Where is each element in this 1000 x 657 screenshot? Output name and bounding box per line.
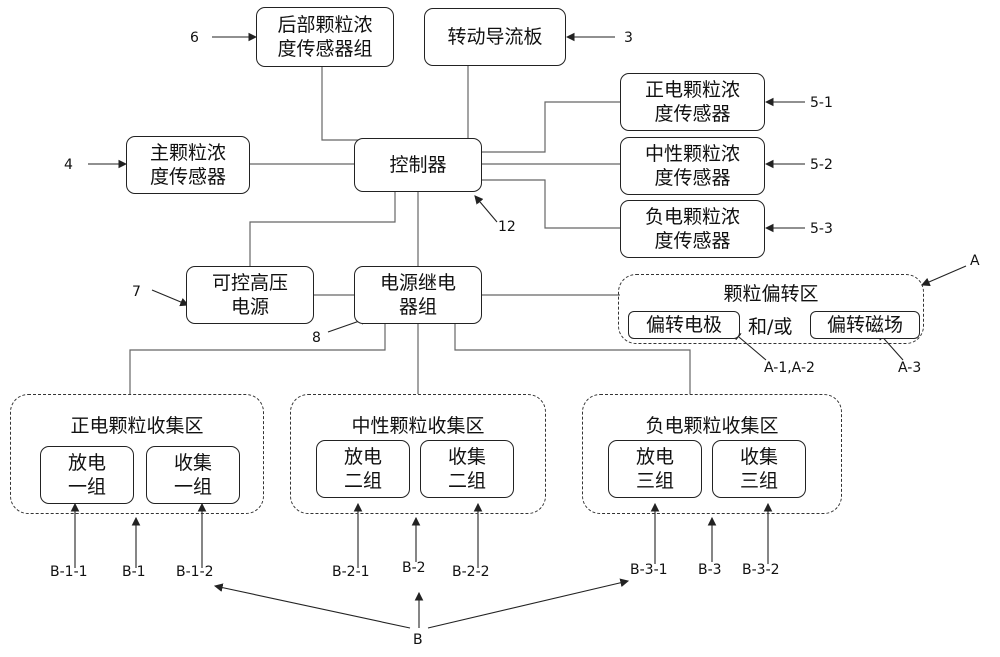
ref-B-2-2: B-2-2 bbox=[452, 564, 490, 580]
discharge-group-2: 放电 二组 bbox=[316, 440, 410, 498]
collect-group-3: 收集 三组 bbox=[712, 440, 806, 498]
negative-zone-title: 负电颗粒收集区 bbox=[645, 415, 779, 437]
ref-12: 12 bbox=[498, 219, 516, 235]
ref-B-3-1: B-3-1 bbox=[630, 562, 668, 578]
line-relay-zone3 bbox=[454, 324, 691, 394]
positive-zone-title: 正电颗粒收集区 bbox=[70, 415, 204, 437]
ref-6: 6 bbox=[190, 30, 199, 46]
arrow-12 bbox=[474, 195, 498, 223]
arrow-7 bbox=[151, 289, 190, 307]
ref-B: B bbox=[413, 632, 423, 648]
ref-5-1: 5-1 bbox=[810, 95, 833, 111]
line-rear-sensor bbox=[321, 66, 368, 141]
line-hv bbox=[249, 192, 396, 266]
ref-B-2: B-2 bbox=[402, 560, 426, 576]
discharge-group-1: 放电 一组 bbox=[40, 446, 134, 504]
collect-group-2: 收集 二组 bbox=[420, 440, 514, 498]
ref-7: 7 bbox=[132, 284, 141, 300]
arrow-B-right bbox=[427, 578, 630, 629]
ref-A-1-A-2: A-1,A-2 bbox=[764, 360, 815, 376]
arrow-B-left bbox=[213, 583, 411, 629]
discharge-group-3: 放电 三组 bbox=[608, 440, 702, 498]
ref-5-3: 5-3 bbox=[810, 221, 833, 237]
relay-group-box: 电源继电 器组 bbox=[354, 266, 482, 324]
positive-collection-zone: 正电颗粒收集区 bbox=[10, 394, 264, 514]
deflect-electrode-box: 偏转电极 bbox=[628, 311, 740, 339]
line-relay-zone1 bbox=[129, 324, 386, 394]
ref-A-3: A-3 bbox=[898, 360, 922, 376]
ref-3: 3 bbox=[624, 30, 633, 46]
ref-B-1-2: B-1-2 bbox=[176, 564, 214, 580]
ref-B-1: B-1 bbox=[122, 564, 146, 580]
neutral-collection-zone: 中性颗粒收集区 bbox=[290, 394, 546, 514]
ref-8: 8 bbox=[312, 330, 321, 346]
ref-B-1-1: B-1-1 bbox=[50, 564, 88, 580]
controller-box: 控制器 bbox=[354, 138, 482, 192]
neutral-zone-title: 中性颗粒收集区 bbox=[351, 415, 485, 437]
ref-B-3-2: B-3-2 bbox=[742, 562, 780, 578]
deflection-zone-title: 颗粒偏转区 bbox=[723, 283, 819, 305]
line-pos-sensor bbox=[482, 101, 620, 153]
deflect-field-box: 偏转磁场 bbox=[810, 311, 920, 339]
rotating-deflector-box: 转动导流板 bbox=[424, 8, 566, 66]
ref-B-2-1: B-2-1 bbox=[332, 564, 370, 580]
and-or-label: 和/或 bbox=[748, 316, 793, 338]
line-neg-sensor bbox=[482, 179, 620, 229]
ref-4: 4 bbox=[64, 157, 73, 173]
ref-A: A bbox=[970, 253, 980, 269]
ref-5-2: 5-2 bbox=[810, 157, 833, 173]
negative-sensor-box: 负电颗粒浓 度传感器 bbox=[620, 200, 765, 258]
neutral-sensor-box: 中性颗粒浓 度传感器 bbox=[620, 137, 765, 195]
main-sensor-box: 主颗粒浓 度传感器 bbox=[126, 136, 250, 194]
deflection-zone: 颗粒偏转区 bbox=[618, 274, 924, 344]
hv-supply-box: 可控高压 电源 bbox=[186, 266, 314, 324]
negative-collection-zone: 负电颗粒收集区 bbox=[582, 394, 842, 514]
positive-sensor-box: 正电颗粒浓 度传感器 bbox=[620, 73, 765, 131]
collect-group-1: 收集 一组 bbox=[146, 446, 240, 504]
arrow-A bbox=[920, 265, 967, 286]
ref-B-3: B-3 bbox=[698, 562, 722, 578]
rear-sensor-group-box: 后部颗粒浓 度传感器组 bbox=[256, 7, 394, 67]
